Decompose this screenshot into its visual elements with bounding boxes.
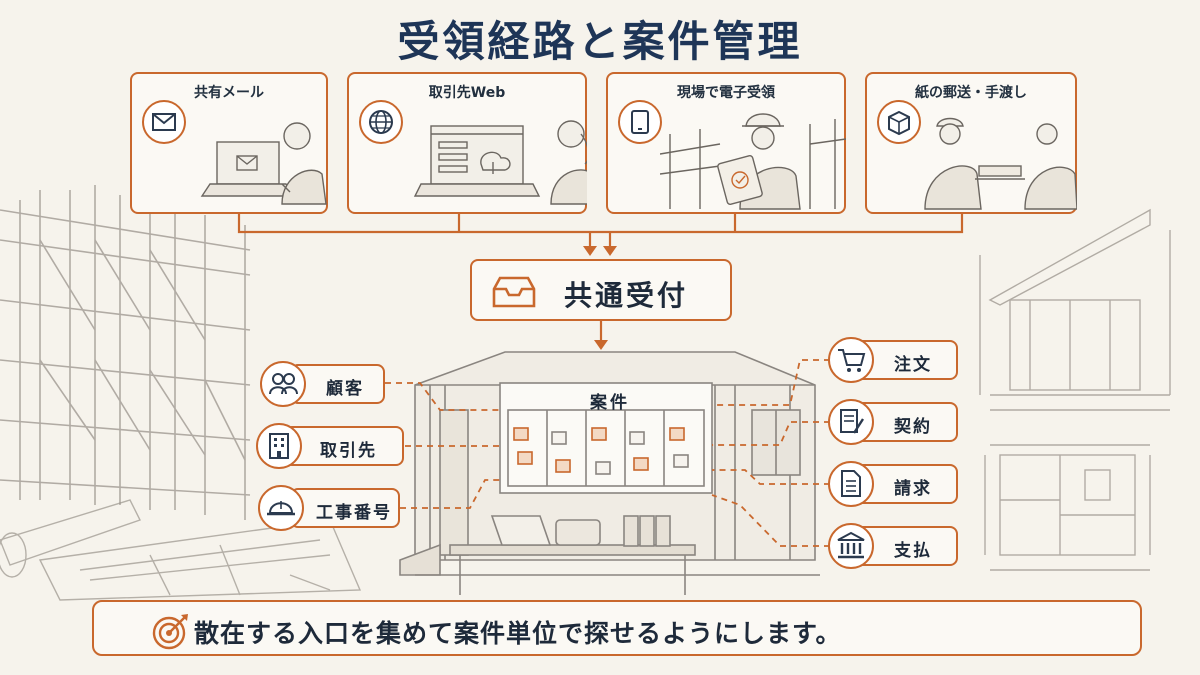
summary-text: 散在する入口を集めて案件単位で探せるようにします。 xyxy=(194,619,842,648)
source-card-partner-web: 取引先Web xyxy=(347,72,587,214)
summary-banner: 散在する入口を集めて案件単位で探せるようにします。 xyxy=(92,600,1142,656)
tag-label: 工事番号 xyxy=(316,503,392,523)
common-reception-box: 共通受付 xyxy=(470,259,732,321)
source-card-paper-mail: 紙の郵送・手渡し xyxy=(865,72,1077,214)
building-icon xyxy=(256,423,302,469)
target-icon xyxy=(152,614,188,650)
source-card-shared-mail: 共有メール xyxy=(130,72,328,214)
source-card-onsite-electronic: 現場で電子受領 xyxy=(606,72,846,214)
inbox-icon xyxy=(492,276,536,308)
tag-label: 請求 xyxy=(894,479,932,499)
connector-arrowheads xyxy=(583,246,617,350)
tag-label: 顧客 xyxy=(326,379,364,399)
tag-label: 注文 xyxy=(894,355,932,375)
site-office-sketch xyxy=(399,351,820,595)
blueprint-sketch xyxy=(0,499,362,601)
tag-label: 取引先 xyxy=(320,441,377,461)
source-label: 紙の郵送・手渡し xyxy=(915,85,1027,101)
tag-partner: 取引先 xyxy=(284,426,404,466)
source-label: 共有メール xyxy=(194,85,264,101)
tag-label: 支払 xyxy=(894,541,932,561)
mail-icon xyxy=(142,100,186,144)
tag-payment: 支払 xyxy=(848,526,958,566)
handover-illustration xyxy=(924,117,1077,210)
tag-connectors xyxy=(385,359,830,547)
laptop-user-illustration xyxy=(200,122,327,205)
case-board-label: 案件 xyxy=(590,393,630,413)
invoice-icon xyxy=(828,461,874,507)
page-title: 受領経路と案件管理 xyxy=(397,17,803,66)
hardhat-icon xyxy=(258,485,304,531)
hub-label: 共通受付 xyxy=(564,279,689,312)
house-elevation-sketch xyxy=(979,208,1171,411)
cart-icon xyxy=(828,337,874,383)
tag-label: 契約 xyxy=(894,417,932,437)
users-icon xyxy=(260,361,306,407)
source-label: 取引先Web xyxy=(428,85,506,101)
contract-icon xyxy=(828,399,874,445)
source-label: 現場で電子受領 xyxy=(677,85,775,101)
package-icon xyxy=(877,100,921,144)
scaffold-sketch xyxy=(0,185,251,520)
bank-icon xyxy=(828,523,874,569)
tablet-icon xyxy=(618,100,662,144)
floor-plan-sketch xyxy=(984,444,1151,571)
web-user-illustration xyxy=(413,120,587,205)
tag-customer: 顧客 xyxy=(290,364,385,404)
site-worker-tablet-illustration xyxy=(660,113,846,210)
tag-construction-number: 工事番号 xyxy=(290,488,400,528)
globe-icon xyxy=(359,100,403,144)
